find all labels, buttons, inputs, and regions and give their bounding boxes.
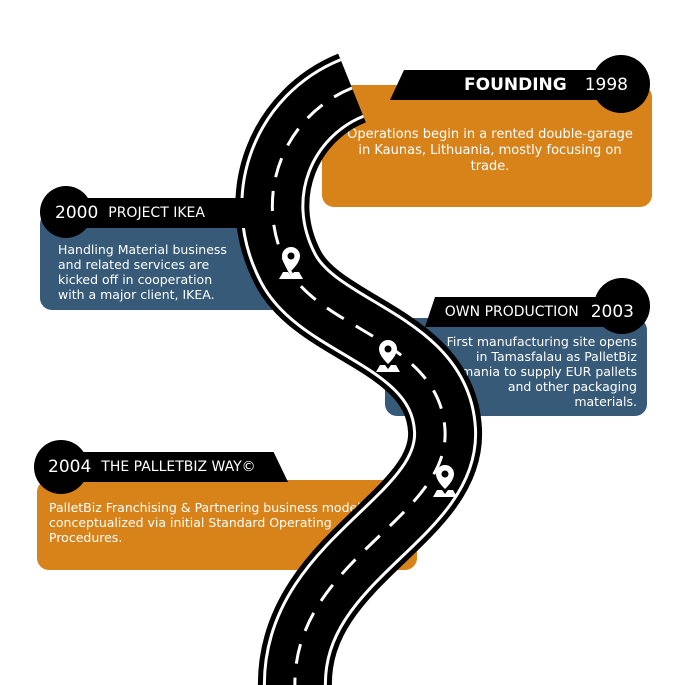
milestone-2004-text: PalletBiz Franchising & Partnering busin… [49,500,375,545]
milestone-1998-year: 1998 [584,75,628,95]
milestone-2000-title: PROJECT IKEA [108,205,205,221]
milestone-1998-title: FOUNDING [464,75,567,95]
map-pin-icon [376,340,400,372]
milestone-2000-tab: 2000 PROJECT IKEA [55,198,250,228]
milestone-2003-tab: OWN PRODUCTION 2003 [425,297,640,327]
map-pin-icon [279,247,303,279]
milestone-2003-title: OWN PRODUCTION [444,304,579,320]
milestone-1998-text: Operations begin in a rented double-gara… [347,127,633,174]
milestone-2004-year: 2004 [48,457,92,477]
milestone-2004-title: THE PALLETBIZ WAY© [101,459,256,475]
milestone-2003-text: First manufacturing site opens in Tamasf… [445,334,637,409]
milestone-2000-year: 2000 [55,203,99,223]
milestone-2004-tab: 2004 THE PALLETBIZ WAY© [48,452,288,482]
milestone-1998-tab: FOUNDING 1998 [390,70,640,100]
milestone-2003-year: 2003 [590,302,634,322]
milestone-1998-box: Operations begin in a rented double-gara… [322,85,652,207]
map-pin-icon [433,465,457,497]
milestone-2000-text: Handling Material business and related s… [58,242,227,302]
